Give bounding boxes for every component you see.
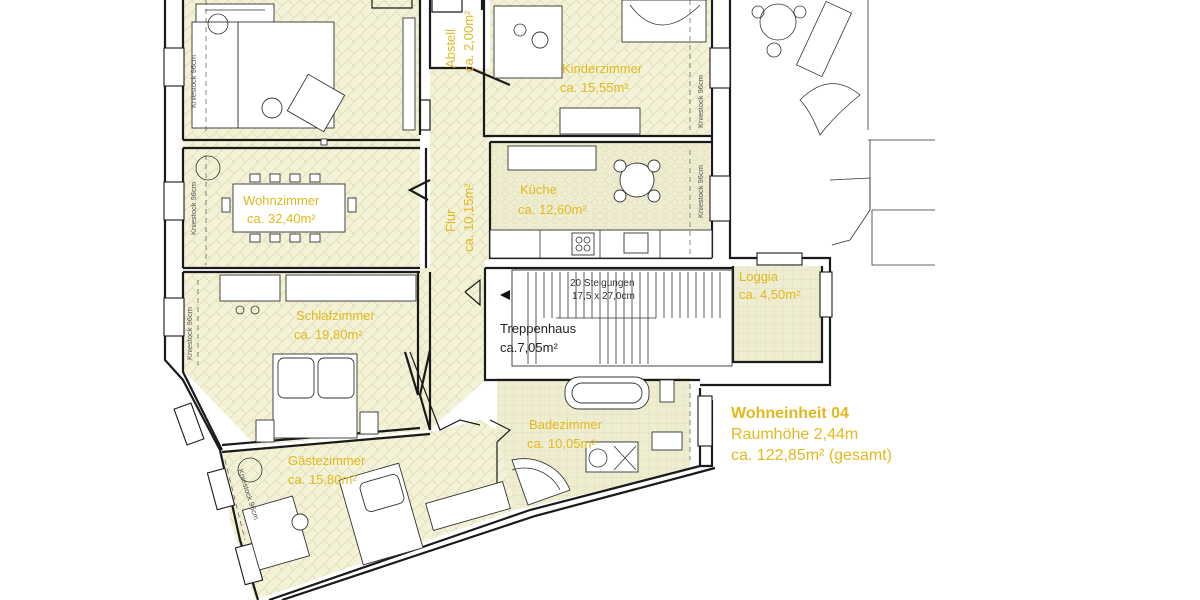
kniestock-lines — [197, 0, 691, 541]
unit-height: Raumhöhe 2,44m — [731, 426, 859, 443]
treppenhaus-area: ca.7,05m² — [500, 340, 558, 355]
kniestock-label-5: Kniestock 96cm — [696, 165, 705, 218]
unit-title: Wohneinheit 04 — [731, 405, 849, 422]
kueche-furniture — [489, 145, 713, 259]
flur-floor — [420, 68, 490, 430]
wohnzimmer-furniture — [191, 3, 431, 243]
stairs — [500, 269, 733, 367]
abstell-name: Abstell — [443, 29, 458, 68]
kinderzimmer-furniture — [493, 0, 707, 135]
kueche-area: ca. 12,60m² — [518, 202, 587, 217]
bad-furniture — [511, 376, 683, 506]
kniestock-label-3: Kniestock 96cm — [185, 307, 194, 360]
gaeste-furniture — [237, 457, 511, 571]
gaestezimmer-name: Gästezimmer — [288, 453, 366, 468]
kniestock-label-2: Kniestock 96cm — [189, 182, 198, 235]
abstell-area: ca. 2,00m² — [461, 10, 476, 72]
loggia-floor — [733, 266, 822, 362]
badezimmer-area: ca. 10,05m² — [527, 436, 596, 451]
loggia-name: Loggia — [739, 269, 779, 284]
schlafzimmer-area: ca. 19,80m² — [294, 327, 363, 342]
wohnzimmer-name: Wohnzimmer — [243, 193, 320, 208]
wohnzimmer-area: ca. 32,40m² — [247, 211, 316, 226]
flur-area: ca. 10,15m² — [461, 183, 476, 252]
stairs-line1: 20 Steigungen — [570, 278, 635, 289]
schlafzimmer-name: Schlafzimmer — [296, 308, 375, 323]
windows — [163, 47, 833, 586]
loggia-area: ca. 4,50m² — [739, 287, 801, 302]
kniestock-label-4: Kniestock 96cm — [696, 75, 705, 128]
badezimmer-name: Badezimmer — [529, 417, 603, 432]
terrace — [751, 0, 935, 266]
kueche-name: Küche — [520, 182, 557, 197]
treppenhaus-name: Treppenhaus — [500, 321, 577, 336]
schlafzimmer-furniture — [219, 274, 417, 443]
kinderzimmer-area: ca. 15,55m² — [560, 80, 629, 95]
kniestock-label-1: Kniestock 96cm — [189, 55, 198, 108]
stairs-line2: 17,5 x 27,0cm — [572, 291, 635, 302]
kinderzimmer-name: Kinderzimmer — [562, 61, 643, 76]
flur-name: Flur — [443, 209, 458, 232]
gaestezimmer-area: ca. 15,80m² — [288, 472, 357, 487]
unit-total: ca. 122,85m² (gesamt) — [731, 447, 892, 464]
unit-info: Wohneinheit 04 Raumhöhe 2,44m ca. 122,85… — [731, 403, 892, 466]
